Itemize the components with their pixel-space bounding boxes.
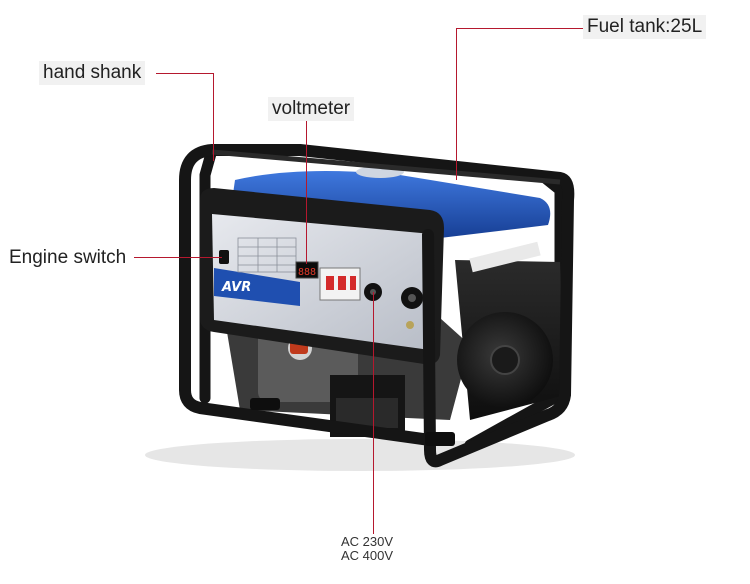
- ac-400v-label: AC 400V: [341, 548, 394, 563]
- hand-shank-label: hand shank: [39, 61, 146, 85]
- top-handle-bar: [211, 149, 561, 185]
- spec-table: [237, 237, 297, 273]
- breaker-switch: [350, 276, 356, 290]
- avr-badge: AVR: [221, 280, 251, 295]
- ground-shadow: [145, 439, 575, 471]
- engine-switch-button: [219, 250, 229, 264]
- ac-output-leader-v: [373, 292, 374, 534]
- voltmeter-label: voltmeter: [268, 97, 355, 121]
- engine-switch-label: Engine switch: [9, 247, 127, 268]
- alternator-hub: [490, 345, 520, 375]
- fuel-tank-leader-v: [456, 28, 457, 180]
- side-label: [469, 241, 541, 273]
- voltmeter-leader-v: [306, 121, 307, 264]
- ground-terminal: [406, 321, 414, 329]
- hand-shank-leader-h: [156, 73, 214, 74]
- ac-230v-label: AC 230V: [341, 534, 394, 549]
- breaker-switch: [338, 276, 346, 290]
- avr-stripe: [214, 268, 300, 306]
- voltmeter-digits: 888: [298, 267, 316, 278]
- fuel-tank-label: Fuel tank:25L: [583, 15, 707, 39]
- front-frame: [179, 144, 575, 468]
- fuel-tank-leader-h: [456, 28, 586, 29]
- voltmeter-display: [295, 261, 319, 279]
- engine-switch-leader-h: [134, 257, 222, 258]
- foot-left: [250, 398, 280, 410]
- foot-right: [425, 432, 455, 446]
- hand-shank-leader-v: [213, 73, 214, 161]
- breaker-switch: [326, 276, 334, 290]
